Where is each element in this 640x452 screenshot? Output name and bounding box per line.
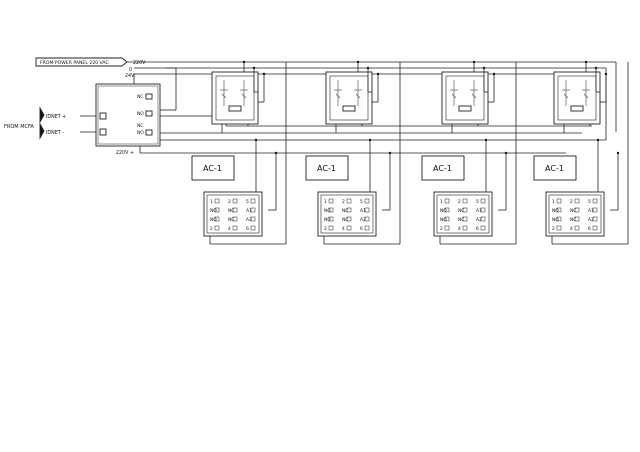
rail-220v-label: 220V <box>133 60 146 66</box>
contactor-2-terminal-term_bot-2: 6 <box>360 226 363 232</box>
contactor-4-terminal-term_bot-0: 2 <box>552 226 555 232</box>
contactor-1-terminal-term_bot-0: 2 <box>210 226 213 232</box>
contactor-4-terminal-term_mid-0: NO <box>552 208 559 214</box>
contactor-2-terminal-term_mid-0: NO <box>324 208 331 214</box>
ac-label-box-2 <box>305 155 349 181</box>
contactor-2-terminal-term_mid-2: A1 <box>360 208 366 214</box>
contactor-3-terminal-term_mid2-1: NC <box>458 217 464 223</box>
relay-2 <box>325 71 373 125</box>
ac-label-1: AC-1 <box>203 164 222 173</box>
contactor-4-terminal-term_top-2: 5 <box>588 199 591 205</box>
idnet-minus-label: IDNET - <box>46 130 64 136</box>
ac-label-2: AC-1 <box>317 164 336 173</box>
ac-label-box-3 <box>421 155 465 181</box>
power-source-banner: FROM POWER PANEL 220 VAC <box>35 57 128 67</box>
contactor-3-terminal-term_top-1: 2 <box>458 199 461 205</box>
power-source-label: FROM POWER PANEL 220 VAC <box>40 60 109 66</box>
contactor-4-terminal-term_top-1: 2 <box>570 199 573 205</box>
contactor-4-terminal-term_bot-1: 4 <box>570 226 573 232</box>
contactor-3-terminal-term_mid-2: A1 <box>476 208 482 214</box>
contactor-1-terminal-term_bot-1: 4 <box>228 226 231 232</box>
module-terminal-nc-1: NC <box>137 94 143 100</box>
contactor-3-terminal-term_bot-2: 6 <box>476 226 479 232</box>
rail-220v-plus-label: 220V + <box>116 150 134 156</box>
idnet-plus-label: IDNET + <box>46 114 66 120</box>
contactor-2-terminal-term_mid-1: NC <box>342 208 348 214</box>
rail-24v-label: 24V <box>125 73 135 79</box>
contactor-1-terminal-term_top-1: 2 <box>228 199 231 205</box>
ac-label-4: AC-1 <box>545 164 564 173</box>
contactor-2-terminal-term_mid2-1: NC <box>342 217 348 223</box>
contactor-2-terminal-term_mid2-2: A2 <box>360 217 366 223</box>
contactor-3-terminal-term_bot-0: 2 <box>440 226 443 232</box>
module-terminal-nc-2: NC <box>137 123 143 129</box>
contactor-3-terminal-term_mid-1: NC <box>458 208 464 214</box>
module-terminal-no-1: NO <box>137 111 144 117</box>
contactor-4-terminal-term_top-0: 1 <box>552 199 555 205</box>
contactor-3-terminal-term_bot-1: 4 <box>458 226 461 232</box>
contactor-1-terminal-term_mid-2: A1 <box>246 208 252 214</box>
contactor-3-terminal-term_top-2: 5 <box>476 199 479 205</box>
contactor-4-terminal-term_mid2-2: A2 <box>588 217 594 223</box>
contactor-3-terminal-term_mid2-0: NO <box>440 217 447 223</box>
relay-3 <box>441 71 489 125</box>
contactor-4-terminal-term_mid-2: A1 <box>588 208 594 214</box>
contactor-2-terminal-term_bot-1: 4 <box>342 226 345 232</box>
contactor-2-terminal-term_bot-0: 2 <box>324 226 327 232</box>
contactor-1-terminal-term_mid2-2: A2 <box>246 217 252 223</box>
contactor-3-terminal-term_mid-0: NO <box>440 208 447 214</box>
contactor-4-terminal-term_bot-2: 6 <box>588 226 591 232</box>
relay-1 <box>211 71 259 125</box>
contactor-2-terminal-term_mid2-0: NO <box>324 217 331 223</box>
contactor-1-terminal-term_bot-2: 6 <box>246 226 249 232</box>
contactor-2-terminal-term_top-2: 5 <box>360 199 363 205</box>
contactor-1-terminal-term_mid2-1: NC <box>228 217 234 223</box>
contactor-1-terminal-term_mid2-0: NO <box>210 217 217 223</box>
contactor-1-terminal-term_mid-1: NC <box>228 208 234 214</box>
contactor-3-terminal-term_top-0: 1 <box>440 199 443 205</box>
ac-label-box-1 <box>191 155 235 181</box>
contactor-2-terminal-term_top-1: 2 <box>342 199 345 205</box>
ac-label-box-4 <box>533 155 577 181</box>
contactor-4-terminal-term_mid-1: NC <box>570 208 576 214</box>
input-side: FROM MCFA IDNET + IDNET - <box>4 106 98 140</box>
ac-label-3: AC-1 <box>433 164 452 173</box>
contactor-4-terminal-term_mid2-0: NO <box>552 217 559 223</box>
from-mcfa-label: FROM MCFA <box>4 124 34 130</box>
contactor-4-terminal-term_mid2-1: NC <box>570 217 576 223</box>
module-terminal-no-2: NO <box>137 130 144 136</box>
rail-0-label: 0 <box>129 67 132 73</box>
input-module: NC NO NC NO <box>95 83 161 147</box>
contactor-2-terminal-term_top-0: 1 <box>324 199 327 205</box>
relay-4 <box>553 71 601 125</box>
contactor-1-terminal-term_top-2: 5 <box>246 199 249 205</box>
contactor-1-terminal-term_top-0: 1 <box>210 199 213 205</box>
contactor-1-terminal-term_mid-0: NO <box>210 208 217 214</box>
contactor-3-terminal-term_mid2-2: A2 <box>476 217 482 223</box>
